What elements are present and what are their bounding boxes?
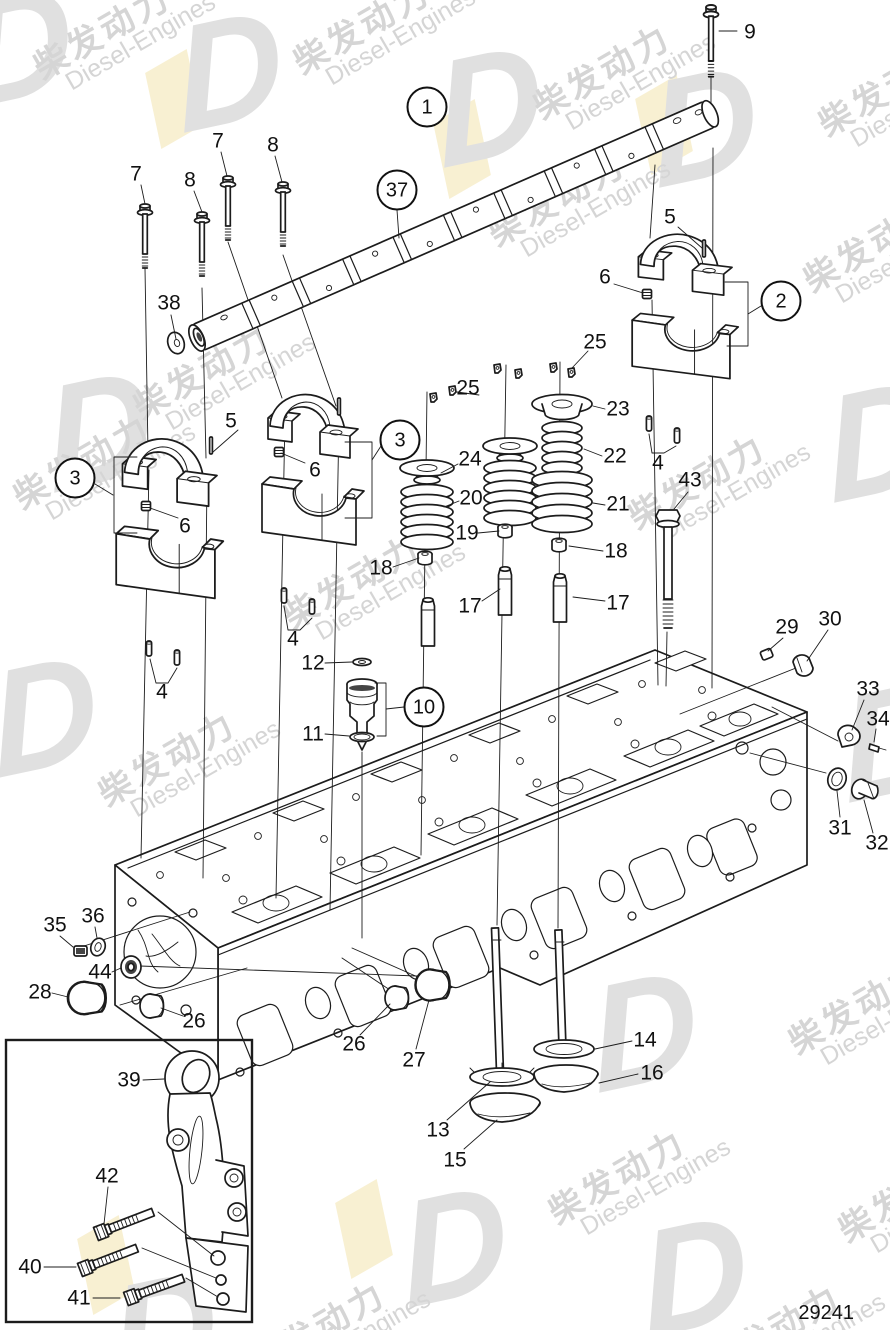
callout-20: 20: [459, 486, 483, 510]
callout-22: 22: [603, 444, 627, 468]
callout-4: 4: [156, 680, 168, 704]
nut-35: [73, 945, 88, 957]
callout-33: 33: [856, 677, 880, 701]
injector-sleeve-10: [346, 657, 378, 751]
callout-35: 35: [43, 913, 67, 937]
callout-24: 24: [458, 447, 482, 471]
callout-8: 8: [184, 168, 196, 192]
screw-34: [868, 743, 887, 753]
callout-10: 10: [403, 686, 445, 728]
callout-16: 16: [640, 1061, 664, 1085]
callout-34: 34: [866, 707, 890, 731]
callout-38: 38: [157, 291, 181, 315]
callout-7: 7: [130, 162, 142, 186]
callout-44: 44: [88, 960, 112, 984]
clip-33: [837, 724, 861, 748]
callout-31: 31: [828, 816, 852, 840]
callout-32: 32: [865, 831, 889, 855]
callout-5: 5: [225, 409, 237, 433]
callout-7: 7: [212, 129, 224, 153]
callout-14: 14: [633, 1028, 657, 1052]
plug-32: [850, 778, 879, 800]
callout-6: 6: [309, 458, 321, 482]
callout-9: 9: [744, 20, 756, 44]
callout-13: 13: [426, 1118, 450, 1142]
callout-23: 23: [606, 397, 630, 421]
drawing-number: 29241: [798, 1302, 854, 1324]
callout-37: 37: [376, 169, 418, 211]
callout-2: 2: [760, 280, 802, 322]
washer-36: [89, 937, 107, 957]
callout-19: 19: [455, 521, 479, 545]
callout-27: 27: [402, 1048, 426, 1072]
callout-42: 42: [95, 1164, 119, 1188]
nut-44: [120, 955, 142, 979]
callout-6: 6: [179, 514, 191, 538]
seal-ring-31: [826, 767, 848, 791]
callout-5: 5: [664, 205, 676, 229]
callout-25: 25: [583, 330, 607, 354]
callout-17: 17: [458, 594, 482, 618]
callout-18: 18: [369, 556, 393, 580]
callout-21: 21: [606, 492, 630, 516]
valve-14: [533, 929, 599, 1093]
callout-18: 18: [604, 539, 628, 563]
callout-41: 41: [67, 1286, 91, 1310]
callout-6: 6: [599, 265, 611, 289]
callout-8: 8: [267, 133, 279, 157]
cylinder-head: [114, 649, 808, 1081]
callout-25: 25: [456, 376, 480, 400]
callout-28: 28: [28, 980, 52, 1004]
callout-43: 43: [678, 468, 702, 492]
callout-30: 30: [818, 607, 842, 631]
callout-26: 26: [182, 1009, 206, 1033]
inset-box: [4, 1038, 254, 1324]
washer-38: [166, 331, 186, 355]
callout-29: 29: [775, 615, 799, 639]
callout-3: 3: [54, 457, 96, 499]
callout-15: 15: [443, 1148, 467, 1172]
callout-1: 1: [406, 86, 448, 128]
callout-3: 3: [379, 419, 421, 461]
spring-washer-23: [531, 393, 593, 421]
callout-17: 17: [606, 591, 630, 615]
callout-12: 12: [301, 651, 325, 675]
callout-11: 11: [302, 722, 324, 746]
valve-13: [469, 927, 541, 1123]
callout-4: 4: [287, 627, 299, 651]
plug-29: [759, 647, 774, 661]
bolt-43: [655, 509, 681, 629]
callout-4: 4: [652, 451, 664, 475]
rocker-shaft: [187, 99, 720, 352]
callout-39: 39: [117, 1068, 141, 1092]
bracket-39: [164, 1050, 249, 1313]
callout-36: 36: [81, 904, 105, 928]
callout-40: 40: [18, 1255, 42, 1279]
callout-26: 26: [342, 1032, 366, 1056]
leader-lines: [43, 30, 877, 1299]
